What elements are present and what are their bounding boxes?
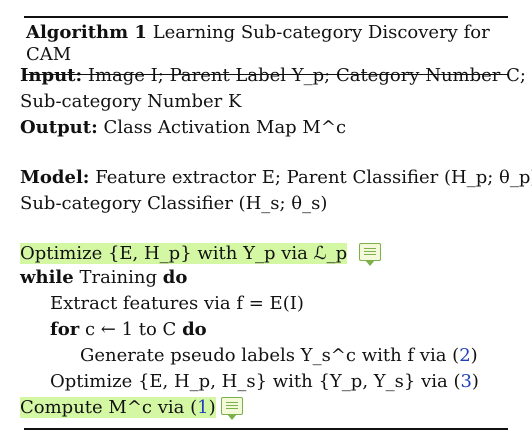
model-line: Model: Feature extractor E; Parent Class…	[20, 166, 532, 190]
algorithm-box: Algorithm 1 Learning Sub-category Discov…	[24, 16, 508, 75]
input-line-2: Sub-category Number K	[20, 90, 241, 114]
while-keyword: while	[20, 267, 74, 288]
algorithm-title: Learning Sub-category Discovery for CAM	[26, 22, 490, 65]
for-keyword: for	[50, 319, 80, 340]
pseudo-text: Generate pseudo labels Y_s^c with f via …	[80, 345, 460, 366]
comment-note-icon[interactable]	[358, 243, 381, 266]
output-text: Class Activation Map M^c	[103, 117, 347, 138]
model-keyword: Model:	[20, 167, 90, 188]
extract-text: Extract features via f = E(I)	[50, 293, 304, 314]
while-do-keyword: do	[162, 267, 188, 288]
step-for: for c ← 1 to C do	[50, 318, 207, 342]
input-keyword: Input:	[20, 65, 83, 86]
step-compute: Compute M^c via (1)	[20, 396, 244, 420]
for-text: c ← 1 to C	[84, 319, 177, 340]
output-keyword: Output:	[20, 117, 98, 138]
input-text: Image I; Parent Label Y_p; Category Numb…	[87, 65, 526, 86]
equation-ref-3[interactable]: 3	[460, 371, 472, 392]
step-optimize-parent: Optimize {E, H_p} with Y_p via ℒ_p	[20, 242, 381, 266]
model-text-2: Sub-category Classifier (H_s; θ_s)	[20, 193, 328, 214]
optimize-all-suffix: )	[471, 371, 479, 392]
bottom-rule	[24, 428, 508, 430]
model-line-2: Sub-category Classifier (H_s; θ_s)	[20, 192, 327, 216]
comment-note-icon-2[interactable]	[221, 397, 244, 420]
equation-ref-1[interactable]: 1	[197, 397, 209, 418]
model-text: Feature extractor E; Parent Classifier (…	[95, 167, 532, 188]
for-do-keyword: do	[182, 319, 207, 340]
output-line: Output: Class Activation Map M^c	[20, 116, 346, 140]
step-pseudo-labels: Generate pseudo labels Y_s^c with f via …	[80, 344, 478, 368]
pseudo-suffix: )	[470, 345, 478, 366]
compute-text: Compute M^c via (	[20, 397, 198, 418]
top-rule	[24, 16, 508, 18]
compute-highlight: Compute M^c via (1)	[20, 397, 216, 418]
equation-ref-2[interactable]: 2	[459, 345, 471, 366]
algorithm-header: Algorithm 1 Learning Sub-category Discov…	[24, 18, 508, 74]
step-while: while Training do	[20, 266, 187, 290]
while-text: Training	[79, 267, 158, 288]
optimize-parent-text: Optimize {E, H_p} with Y_p via ℒ_p	[20, 243, 348, 264]
algorithm-label: Algorithm 1	[26, 22, 147, 43]
header-rule	[24, 74, 508, 75]
step-extract: Extract features via f = E(I)	[50, 292, 304, 316]
input-text-2: Sub-category Number K	[20, 91, 242, 112]
input-line: Input: Image I; Parent Label Y_p; Catego…	[20, 64, 526, 88]
optimize-all-text: Optimize {E, H_p, H_s} with {Y_p, Y_s} v…	[50, 371, 461, 392]
step-optimize-all: Optimize {E, H_p, H_s} with {Y_p, Y_s} v…	[50, 370, 479, 394]
compute-suffix: )	[208, 397, 216, 418]
